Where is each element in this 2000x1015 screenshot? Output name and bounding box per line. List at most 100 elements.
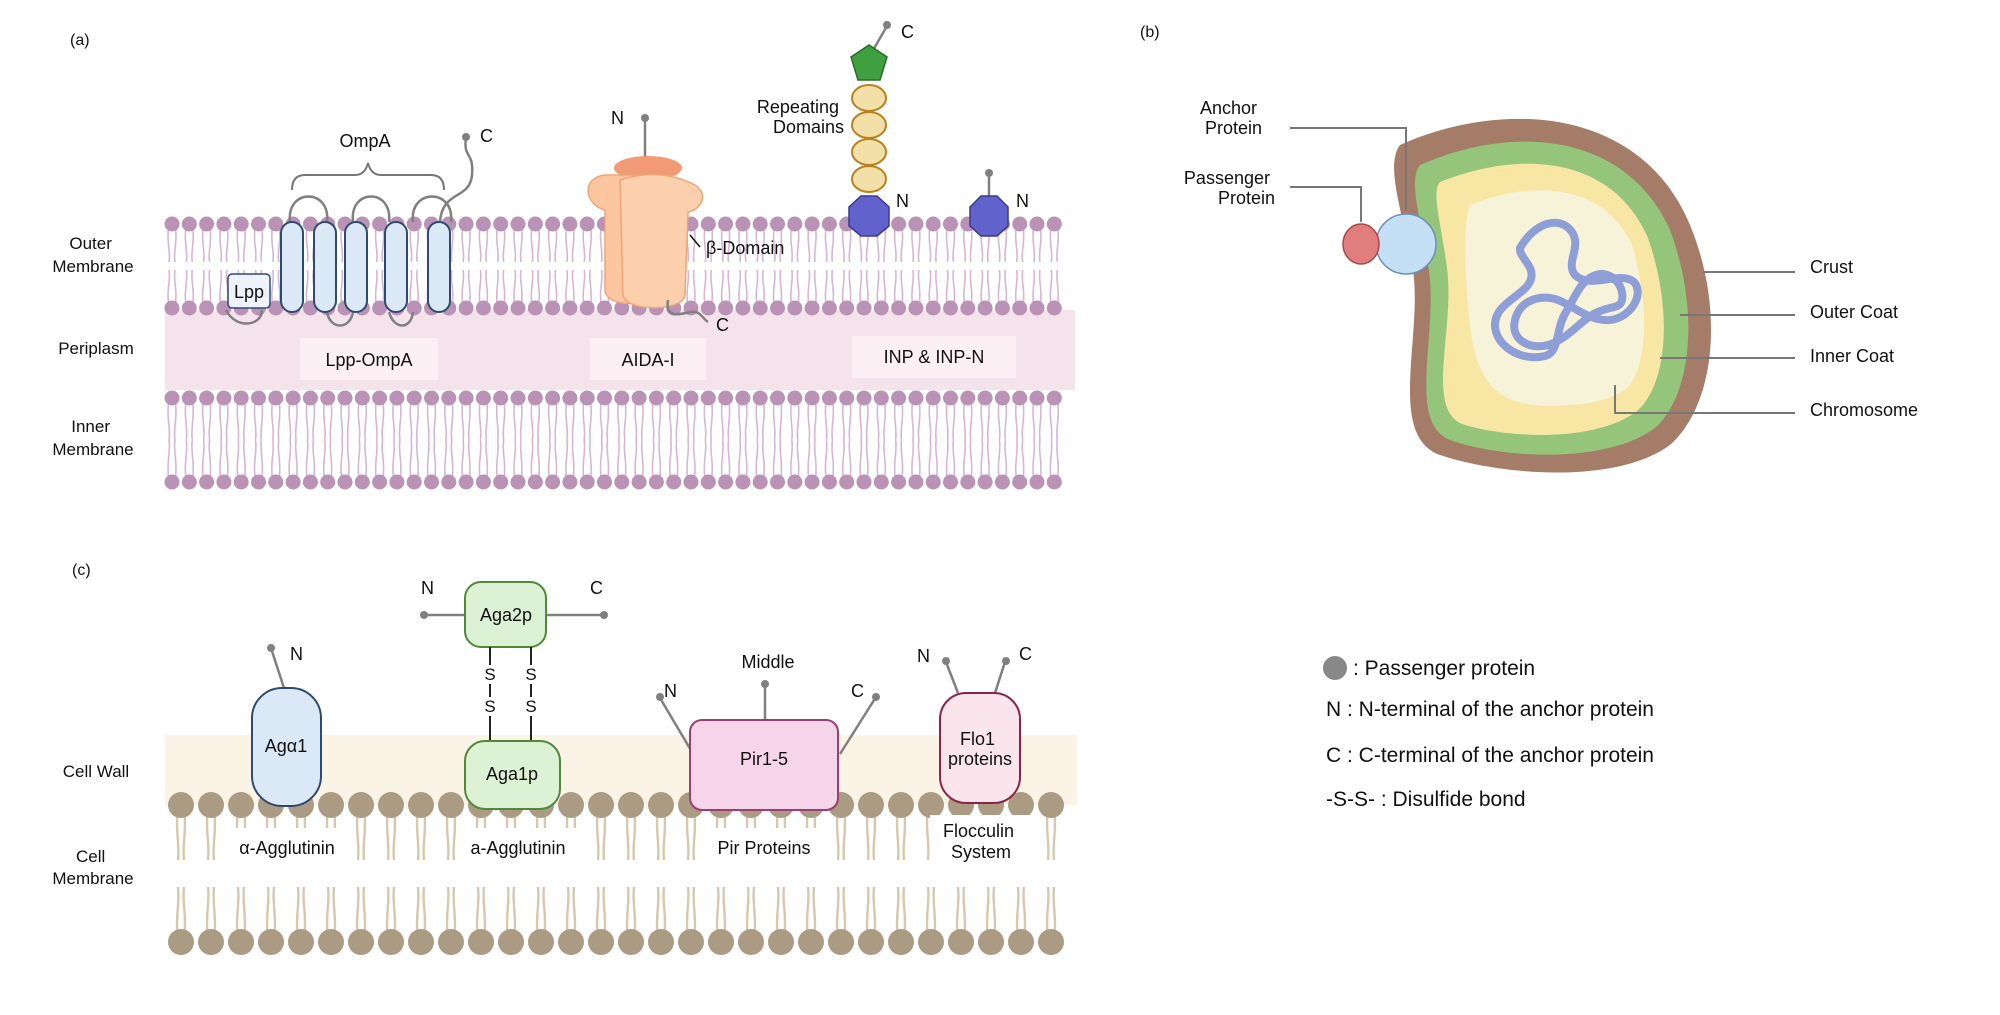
lipid-head bbox=[228, 792, 254, 818]
ompa-strand-5 bbox=[427, 221, 451, 313]
lipid-head bbox=[735, 390, 751, 406]
aga1-n-label: N bbox=[290, 644, 303, 664]
s-right-1: S bbox=[525, 665, 536, 684]
lipid-head bbox=[597, 300, 612, 316]
flocculin-system: N C Flo1 proteins Flocculin System bbox=[917, 644, 1032, 867]
lipid-head bbox=[798, 929, 824, 955]
lipid-head bbox=[337, 474, 353, 490]
aida-barrel-front bbox=[619, 173, 704, 309]
lipid-head bbox=[597, 390, 612, 406]
lipid-head bbox=[787, 390, 803, 406]
lipid-head bbox=[908, 216, 924, 232]
lipid-head bbox=[908, 474, 924, 490]
lipid-head bbox=[164, 474, 180, 490]
lipid-head bbox=[960, 474, 976, 490]
lipid-head bbox=[268, 390, 284, 406]
passenger-leader bbox=[1290, 186, 1362, 222]
lipid-head bbox=[718, 300, 734, 316]
lipid-head bbox=[1008, 792, 1034, 818]
lipid-head bbox=[804, 216, 820, 232]
lipid-head bbox=[614, 474, 630, 490]
lipid-head bbox=[216, 474, 232, 490]
lipid-head bbox=[475, 216, 491, 232]
lipid-head bbox=[258, 929, 284, 955]
lipid-head bbox=[614, 390, 630, 406]
lipid-head bbox=[199, 474, 215, 490]
lipid-head bbox=[943, 216, 958, 232]
lipid-head bbox=[839, 390, 855, 406]
lipid-head bbox=[302, 390, 318, 406]
inp-c-label: C bbox=[901, 22, 914, 42]
s-left-1: S bbox=[484, 665, 495, 684]
lipid-head bbox=[925, 216, 941, 232]
legend-passenger-text: : Passenger protein bbox=[1353, 657, 1535, 680]
panel-c: (c) Cell Wall Cell Membrane N Agα1 α-Agg… bbox=[52, 562, 1077, 955]
lipid-head bbox=[614, 300, 630, 316]
lipid-head bbox=[994, 300, 1010, 316]
lipid-head bbox=[164, 300, 180, 316]
lipid-head bbox=[977, 300, 993, 316]
pir-n-dot bbox=[656, 693, 664, 701]
lipid-head bbox=[510, 300, 526, 316]
aida-n-dot bbox=[641, 114, 649, 122]
aga2p-c-dot bbox=[600, 611, 608, 619]
lipid-head bbox=[718, 474, 734, 490]
lipid-head bbox=[683, 474, 699, 490]
lipid-head bbox=[475, 474, 491, 490]
lipid-head bbox=[821, 390, 837, 406]
lipid-head bbox=[438, 792, 464, 818]
aida-label: AIDA-I bbox=[621, 350, 674, 370]
ompa-c-label: C bbox=[480, 126, 493, 146]
inp-hexagon bbox=[848, 195, 890, 237]
lipid-head bbox=[510, 474, 526, 490]
aida-cap bbox=[614, 156, 682, 180]
lipid-head bbox=[562, 390, 578, 406]
lipid-head bbox=[768, 929, 794, 955]
lipid-head bbox=[752, 474, 768, 490]
aida-c-tail bbox=[666, 299, 709, 324]
lipid-head bbox=[735, 300, 751, 316]
legend-n-terminal-text: N : N-terminal of the anchor protein bbox=[1326, 698, 1654, 721]
flo1-n-label: N bbox=[917, 646, 930, 666]
lipid-head bbox=[888, 792, 914, 818]
lipid-head bbox=[631, 474, 647, 490]
lipid-head bbox=[804, 474, 820, 490]
pir-middle-dot bbox=[761, 680, 769, 688]
lipid-head bbox=[458, 216, 474, 232]
lipid-head bbox=[288, 929, 314, 955]
inp-n2-label: N bbox=[1016, 191, 1029, 211]
lipid-head bbox=[943, 474, 958, 490]
lipid-head bbox=[408, 929, 434, 955]
lipid-head bbox=[735, 216, 751, 232]
inner-coat-label: Inner Coat bbox=[1810, 346, 1894, 366]
lipid-head bbox=[216, 216, 232, 232]
lipid-head bbox=[348, 792, 374, 818]
lipid-head bbox=[228, 929, 254, 955]
lipid-head bbox=[493, 390, 509, 406]
lipid-head bbox=[579, 216, 595, 232]
lipid-head bbox=[372, 390, 388, 406]
lpp-ompa-label-box bbox=[300, 338, 438, 380]
lipid-head bbox=[631, 390, 647, 406]
lipid-head bbox=[493, 216, 509, 232]
lipid-head bbox=[372, 474, 388, 490]
lipid-head bbox=[354, 474, 370, 490]
lipid-head bbox=[925, 390, 941, 406]
lipid-head bbox=[372, 300, 388, 316]
lipid-head bbox=[804, 300, 820, 316]
lipid-head bbox=[1046, 474, 1062, 490]
lipid-head bbox=[821, 216, 837, 232]
lipid-head bbox=[406, 300, 422, 316]
lipid-head bbox=[468, 929, 494, 955]
lipid-head bbox=[908, 390, 924, 406]
lipid-head bbox=[873, 300, 889, 316]
inp-c-dot bbox=[883, 21, 891, 29]
lipid-head bbox=[648, 792, 674, 818]
pir-box bbox=[689, 719, 839, 811]
cell-membrane-label: Cell Membrane bbox=[52, 847, 133, 888]
lipid-head bbox=[977, 474, 993, 490]
lipid-head bbox=[787, 216, 803, 232]
lipid-head bbox=[318, 792, 344, 818]
lipid-head bbox=[1046, 390, 1062, 406]
lipid-head bbox=[181, 300, 197, 316]
